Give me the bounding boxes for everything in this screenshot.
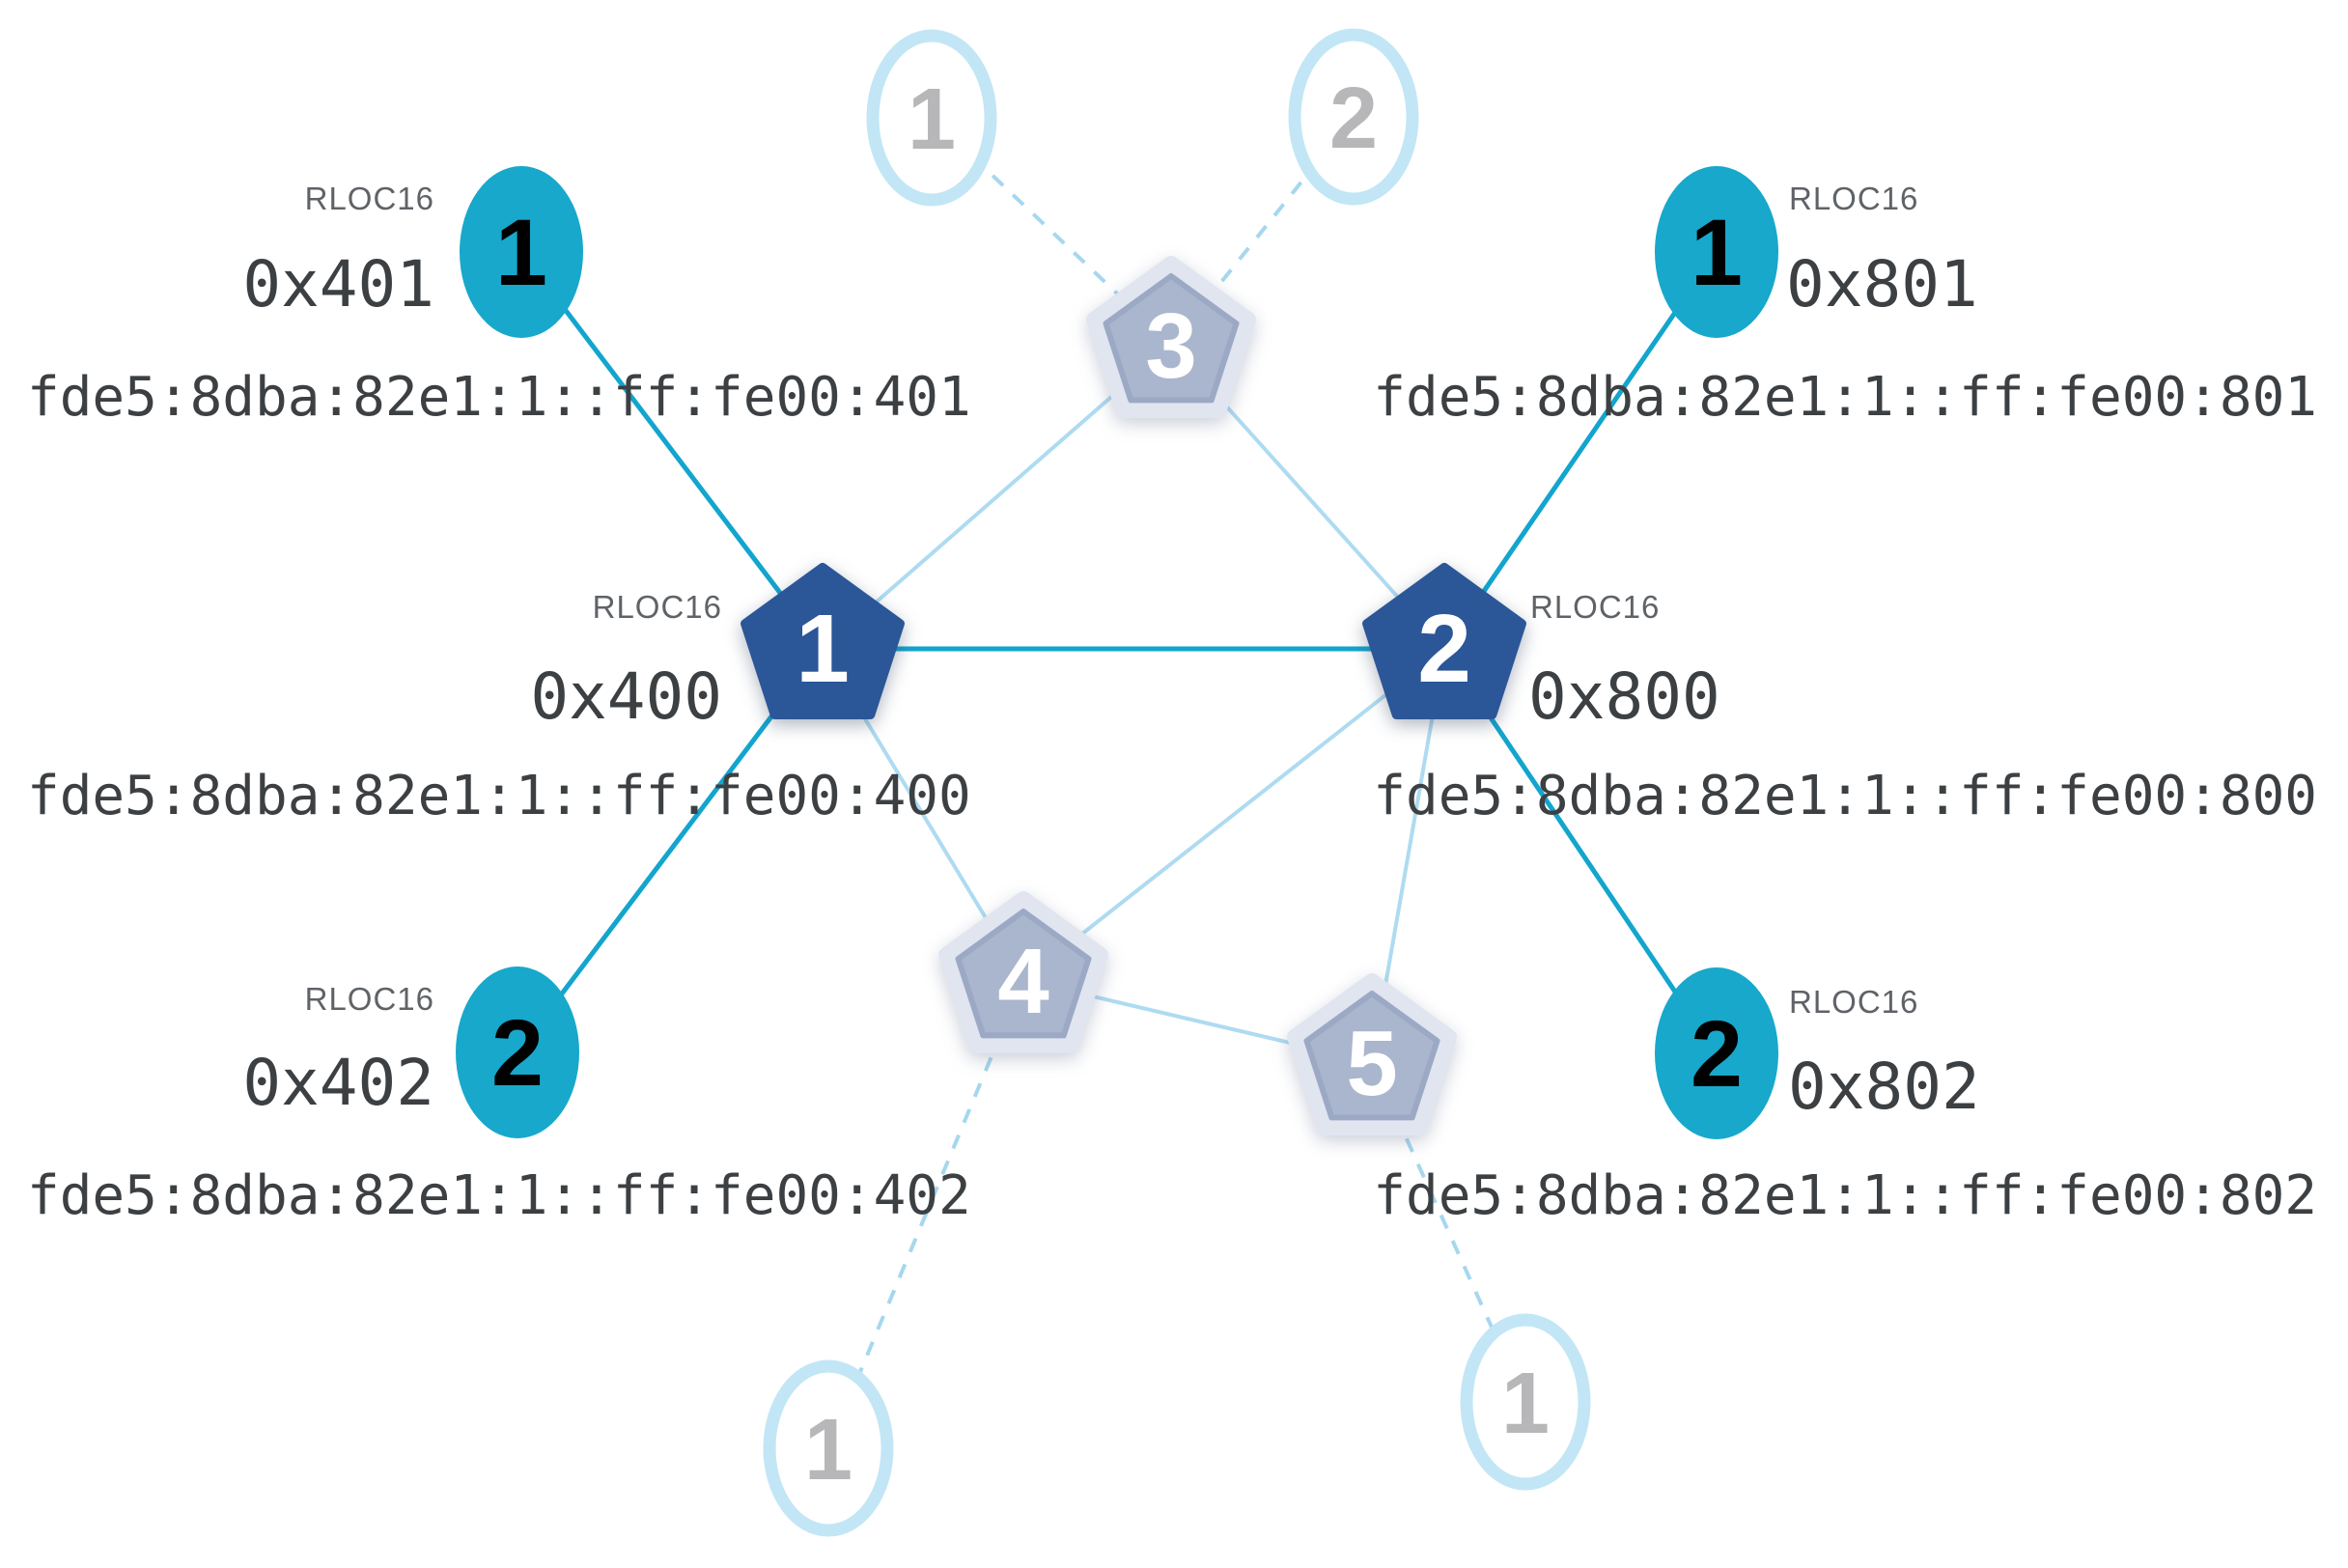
faded-node-number: 1: [804, 1402, 853, 1498]
faded-end-device-top-2: 2: [1288, 28, 1419, 206]
end-device-circle-icon: [456, 966, 579, 1138]
rloc16-value: 0x801: [1786, 247, 1978, 322]
router-pentagon-icon: [1362, 563, 1526, 719]
faded-end-device-top-1: 1: [866, 29, 997, 207]
link-child401-router1: [519, 250, 825, 651]
faded-router-number: 4: [997, 930, 1048, 1033]
rloc16-value: 0x802: [1788, 1050, 1980, 1124]
end-device-number: 1: [1691, 200, 1743, 305]
end-device-circle-icon: [1655, 166, 1778, 338]
faded-pentagon-icon: [1086, 256, 1256, 418]
faded-end-device-bottom-right: 1: [1460, 1313, 1591, 1491]
link-child801-router2: [1441, 250, 1719, 651]
ipv6-address: fde5:8dba:82e1:1::ff:fe00:402: [27, 1164, 971, 1227]
faded-router-5: 5: [1287, 973, 1457, 1135]
rloc16-value: 0x401: [242, 247, 434, 322]
ipv6-address: fde5:8dba:82e1:1::ff:fe00:400: [27, 765, 971, 827]
rloc16-caption: RLOC16: [593, 589, 722, 625]
faded-router-3: 3: [1086, 256, 1256, 418]
router-1: 1: [741, 563, 905, 719]
link-router2-router4: [1021, 647, 1446, 982]
faded-circle-icon: [866, 29, 997, 207]
faded-circle-icon: [1460, 1313, 1591, 1491]
router-number: 2: [1417, 595, 1471, 703]
ipv6-address: fde5:8dba:82e1:1::ff:fe00:801: [1373, 366, 2317, 429]
router-pentagon-icon: [741, 563, 905, 719]
end-device-801-labels: RLOC16 0x801 fde5:8dba:82e1:1::ff:fe00:8…: [1373, 181, 2317, 429]
router-2-labels: RLOC16 0x800 fde5:8dba:82e1:1::ff:fe00:8…: [1373, 589, 2317, 827]
rloc16-value: 0x800: [1528, 659, 1720, 734]
end-device-number: 2: [1691, 1001, 1743, 1106]
end-device-circle-icon: [1655, 967, 1778, 1139]
end-device-401-labels: RLOC16 0x401 fde5:8dba:82e1:1::ff:fe00:4…: [27, 181, 971, 429]
faded-router-4: 4: [938, 891, 1108, 1053]
faded-circle-icon: [763, 1359, 894, 1537]
rloc16-value: 0x402: [242, 1046, 434, 1120]
link-router4-fadedbottomleft: [826, 979, 1025, 1449]
end-device-circle-icon: [460, 166, 583, 338]
ipv6-address: fde5:8dba:82e1:1::ff:fe00:800: [1373, 765, 2317, 827]
faded-node-number: 2: [1329, 70, 1378, 167]
faded-pentagon-icon: [938, 891, 1108, 1053]
faded-router-number: 5: [1346, 1012, 1397, 1115]
router-2: 2: [1362, 563, 1526, 719]
router-1-labels: RLOC16 0x400 fde5:8dba:82e1:1::ff:fe00:4…: [27, 589, 971, 827]
end-device-401: 1: [460, 166, 583, 338]
end-device-802: 2: [1655, 967, 1778, 1139]
ipv6-address: fde5:8dba:82e1:1::ff:fe00:802: [1373, 1164, 2317, 1227]
rloc16-caption: RLOC16: [1789, 181, 1918, 216]
rloc16-caption: RLOC16: [1530, 589, 1660, 625]
faded-pentagon-edge: [955, 909, 1092, 1039]
end-device-802-labels: RLOC16 0x802 fde5:8dba:82e1:1::ff:fe00:8…: [1373, 984, 2317, 1227]
faded-node-number: 1: [908, 71, 956, 168]
faded-router-number: 3: [1145, 294, 1196, 398]
end-device-801: 1: [1655, 166, 1778, 338]
faded-pentagon-edge: [1303, 991, 1440, 1121]
rloc16-caption: RLOC16: [1789, 984, 1918, 1020]
faded-end-device-bottom-left: 1: [763, 1359, 894, 1537]
rloc16-caption: RLOC16: [305, 181, 434, 216]
end-device-402: 2: [456, 966, 579, 1138]
router-number: 1: [796, 595, 850, 703]
faded-pentagon-icon: [1287, 973, 1457, 1135]
link-fadedtop2-router3: [1169, 115, 1356, 347]
faded-circle-icon: [1288, 28, 1419, 206]
rloc16-caption: RLOC16: [305, 981, 434, 1017]
end-device-402-labels: RLOC16 0x402 fde5:8dba:82e1:1::ff:fe00:4…: [27, 981, 971, 1227]
ipv6-address: fde5:8dba:82e1:1::ff:fe00:401: [27, 366, 971, 429]
faded-node-number: 1: [1501, 1356, 1550, 1452]
rloc16-value: 0x400: [530, 659, 722, 734]
end-device-number: 2: [491, 1000, 544, 1106]
end-device-number: 1: [495, 200, 547, 305]
faded-pentagon-edge: [1103, 273, 1240, 404]
